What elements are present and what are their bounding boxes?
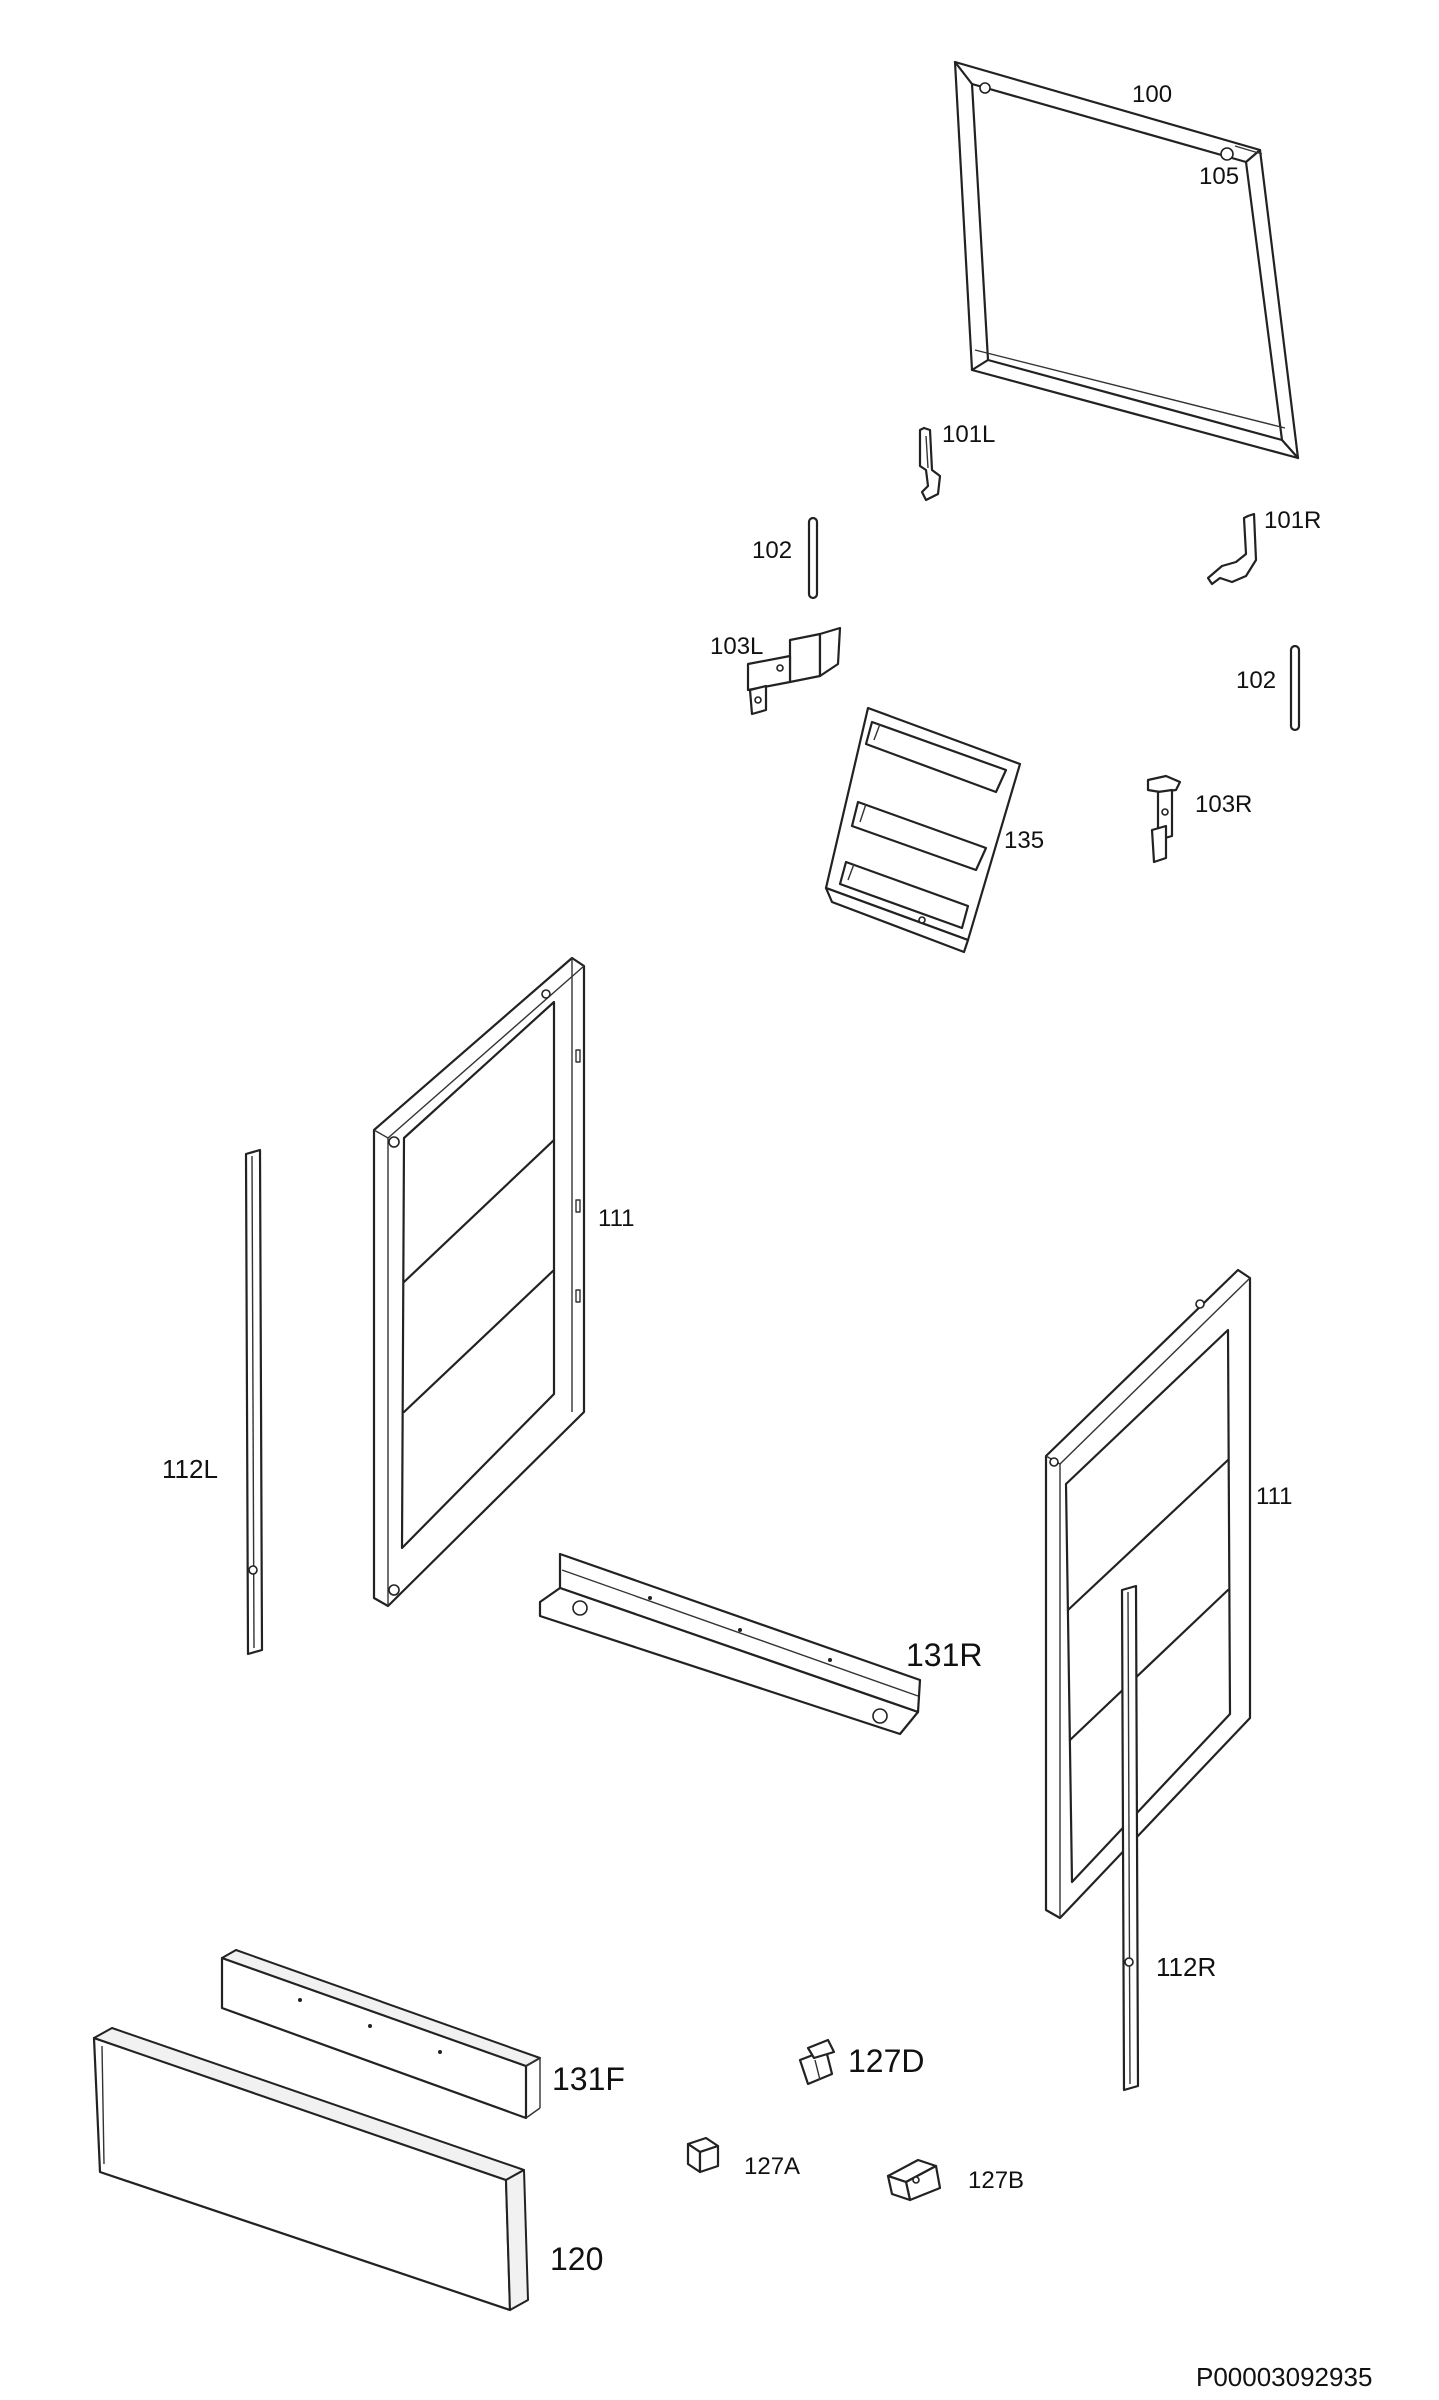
part-127A-block [686, 2136, 720, 2174]
part-102-pin-left [807, 516, 819, 600]
part-135-cover-panel [824, 706, 1022, 954]
part-101R-hinge [1206, 512, 1258, 586]
part-105-screw [1220, 147, 1234, 161]
part-120-kick-panel [92, 2027, 529, 2312]
part-112R-strip [1120, 1584, 1140, 2092]
label-111-right: 111 [1256, 1483, 1292, 1510]
label-101L: 101L [942, 421, 995, 448]
label-100: 100 [1132, 81, 1172, 108]
label-103L: 103L [710, 633, 763, 660]
label-127D: 127D [848, 2043, 925, 2079]
part-127B-bracket [886, 2158, 942, 2202]
part-131F-front-rail [220, 1949, 541, 2120]
label-127A: 127A [744, 2153, 800, 2180]
part-127D-clip [798, 2038, 836, 2086]
part-101L-hinge [918, 426, 942, 502]
part-112L-strip [244, 1148, 264, 1656]
part-100-top-frame [953, 60, 1300, 460]
label-131F: 131F [552, 2061, 625, 2097]
label-135: 135 [1004, 827, 1044, 854]
label-112R: 112R [1156, 1952, 1216, 1982]
part-111-side-frame-right [1044, 1268, 1252, 1920]
label-105: 105 [1199, 163, 1239, 190]
label-120: 120 [550, 2241, 603, 2277]
part-102-pin-right [1289, 644, 1301, 732]
part-103L-bracket [746, 626, 842, 716]
label-112L: 112L [162, 1454, 218, 1484]
part-103R-bracket [1146, 774, 1182, 864]
label-127B: 127B [968, 2167, 1024, 2194]
part-111-side-frame-left [372, 956, 586, 1608]
document-id: P00003092935 [1196, 2362, 1372, 2392]
label-103R: 103R [1195, 791, 1252, 818]
label-102-right: 102 [1236, 667, 1276, 694]
label-101R: 101R [1264, 507, 1321, 534]
label-111-left: 111 [598, 1205, 634, 1232]
part-131R-rail [538, 1552, 922, 1736]
label-102-left: 102 [752, 537, 792, 564]
label-131R: 131R [906, 1637, 983, 1673]
